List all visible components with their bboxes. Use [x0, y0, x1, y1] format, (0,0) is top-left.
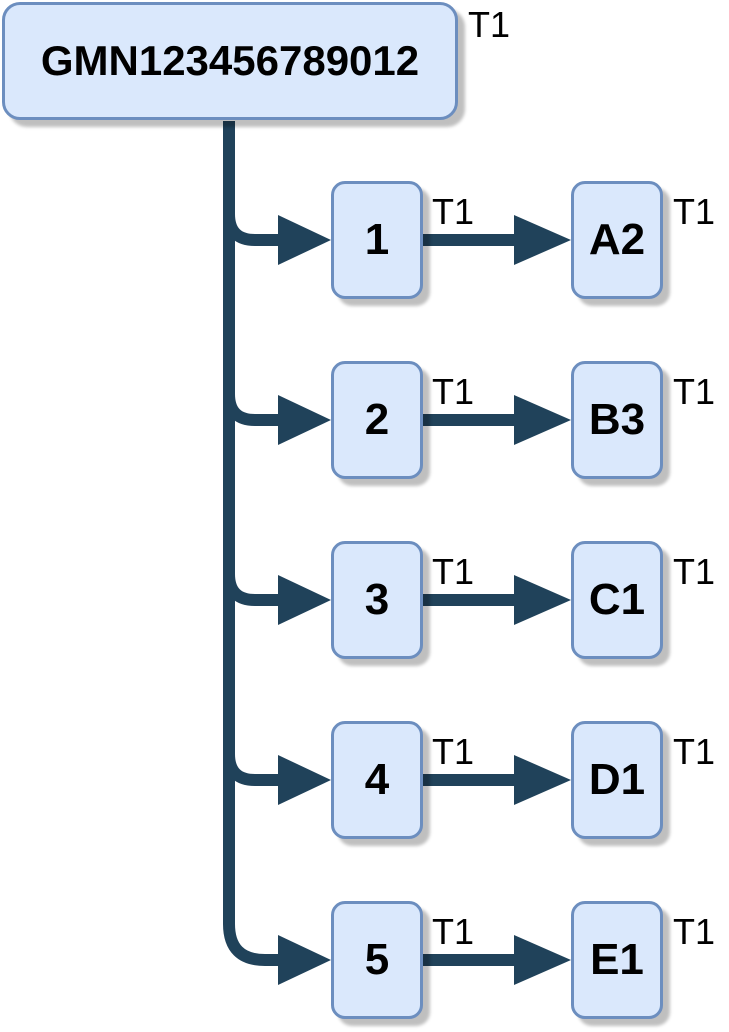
- arrowhead-edge-2[interactable]: [514, 395, 571, 445]
- child-tag-label-2: T1: [432, 371, 475, 412]
- child-node-2[interactable]: 2: [331, 361, 423, 479]
- child-tag-label-1: T1: [432, 191, 475, 232]
- target-node-1[interactable]: A2: [571, 181, 663, 299]
- arrowhead-edge-4[interactable]: [514, 755, 571, 805]
- target-tag-label-3: T1: [673, 551, 716, 592]
- arrowhead-branch-3[interactable]: [278, 575, 331, 625]
- child-node-5[interactable]: 5: [331, 901, 423, 1019]
- arrowhead-edge-1[interactable]: [514, 215, 571, 265]
- child-tag-label-3: T1: [432, 551, 475, 592]
- trunk-connector[interactable]: [223, 121, 281, 966]
- arrowhead-edge-3[interactable]: [514, 575, 571, 625]
- target-tag-label-2: T1: [673, 371, 716, 412]
- arrowhead-edge-5[interactable]: [514, 935, 571, 985]
- target-tag-label-5: T1: [673, 911, 716, 952]
- arrowhead-branch-2[interactable]: [278, 395, 331, 445]
- child-tag-label-4: T1: [432, 731, 475, 772]
- branch-connector-2[interactable]: [223, 375, 281, 426]
- branch-connector-1[interactable]: [223, 195, 281, 246]
- target-tag-label-1: T1: [673, 191, 716, 232]
- target-node-3[interactable]: C1: [571, 541, 663, 659]
- branch-connector-3[interactable]: [223, 555, 281, 606]
- branch-connector-4[interactable]: [223, 735, 281, 786]
- child-node-3[interactable]: 3: [331, 541, 423, 659]
- target-tag-label-4: T1: [673, 731, 716, 772]
- target-node-5[interactable]: E1: [571, 901, 663, 1019]
- arrowhead-branch-4[interactable]: [278, 755, 331, 805]
- child-node-4[interactable]: 4: [331, 721, 423, 839]
- root-tag-label: T1: [468, 4, 511, 45]
- root-node[interactable]: GMN123456789012: [2, 2, 458, 120]
- target-node-2[interactable]: B3: [571, 361, 663, 479]
- child-tag-label-5: T1: [432, 911, 475, 952]
- target-node-4[interactable]: D1: [571, 721, 663, 839]
- arrowhead-branch-1[interactable]: [278, 215, 331, 265]
- arrowhead-branch-5[interactable]: [278, 935, 331, 985]
- child-node-1[interactable]: 1: [331, 181, 423, 299]
